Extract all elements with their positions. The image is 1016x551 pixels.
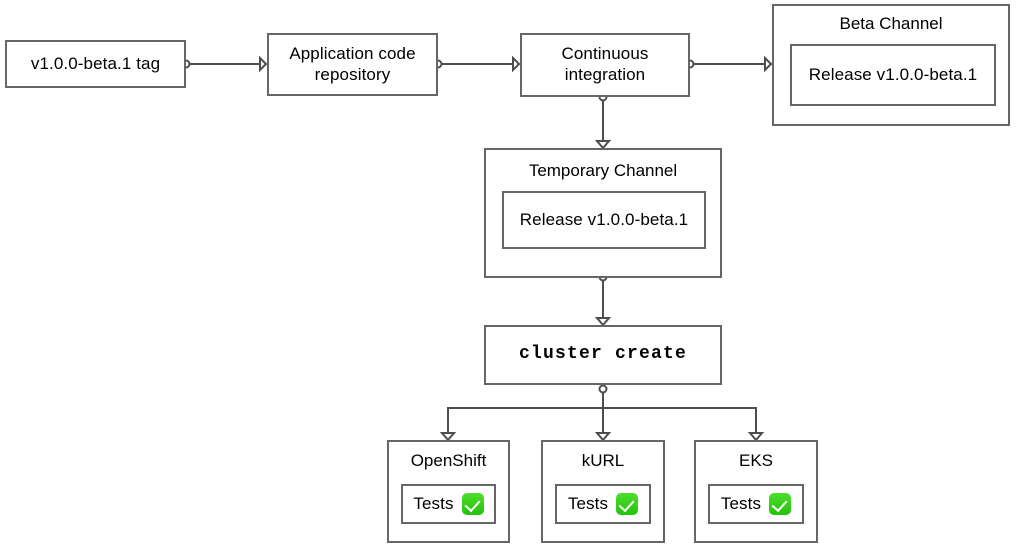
temporary-channel-title: Temporary Channel [528, 161, 678, 180]
beta-channel-title: Beta Channel [839, 14, 943, 33]
node-kurl[interactable]: kURL Tests [541, 440, 665, 543]
openshift-tests-box[interactable]: Tests [401, 484, 496, 524]
edge-repo-to-ci [433, 55, 521, 73]
node-tag-label: v1.0.0-beta.1 tag [30, 53, 161, 73]
node-temporary-channel[interactable]: Temporary Channel Release v1.0.0-beta.1 [484, 148, 722, 278]
node-ci-label-line2: integration [564, 65, 646, 84]
node-openshift[interactable]: OpenShift Tests [387, 440, 510, 543]
beta-channel-release-label: Release v1.0.0-beta.1 [808, 64, 978, 84]
openshift-tests-content: Tests [413, 493, 484, 515]
node-application-code-repository[interactable]: Application code repository [267, 33, 438, 96]
node-beta-channel[interactable]: Beta Channel Release v1.0.0-beta.1 [772, 4, 1010, 126]
temporary-channel-release-label: Release v1.0.0-beta.1 [519, 209, 689, 229]
kurl-tests-content: Tests [567, 493, 639, 515]
node-eks[interactable]: EKS Tests [694, 440, 818, 543]
cluster-create-label: cluster create [518, 344, 688, 365]
green-check-icon [616, 493, 639, 515]
edge-ci-to-beta-channel [685, 55, 773, 73]
node-repo-label-line2: repository [314, 64, 391, 84]
kurl-tests-box[interactable]: Tests [555, 484, 651, 524]
node-repo-label-line1: Application code [289, 43, 416, 63]
edge-temporary-channel-to-cluster-create [594, 272, 612, 327]
kurl-tests-label: Tests [567, 493, 609, 513]
temporary-channel-release-box[interactable]: Release v1.0.0-beta.1 [502, 191, 706, 249]
node-tag[interactable]: v1.0.0-beta.1 tag [5, 40, 186, 88]
edge-tag-to-repo [181, 55, 268, 73]
node-cluster-create[interactable]: cluster create [484, 325, 722, 385]
edge-cluster-create-fanout [439, 384, 765, 442]
beta-channel-release-box[interactable]: Release v1.0.0-beta.1 [790, 44, 996, 106]
eks-tests-content: Tests [720, 493, 792, 515]
edge-ci-to-temporary-channel [594, 92, 612, 150]
eks-tests-label: Tests [720, 493, 762, 513]
green-check-icon [461, 493, 484, 515]
eks-title: EKS [738, 451, 774, 470]
openshift-tests-label: Tests [413, 493, 454, 513]
node-ci-label-line1: Continuous [561, 44, 649, 64]
openshift-title: OpenShift [410, 451, 487, 470]
green-check-icon [769, 493, 792, 515]
eks-tests-box[interactable]: Tests [708, 484, 804, 524]
node-continuous-integration[interactable]: Continuous integration [520, 33, 690, 97]
kurl-title: kURL [581, 451, 625, 470]
